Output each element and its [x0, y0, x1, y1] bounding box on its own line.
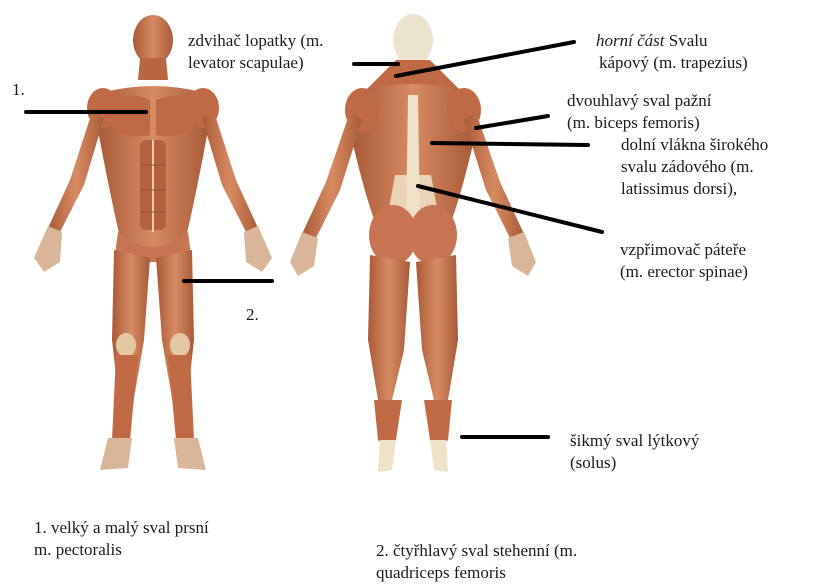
- label-erector-spinae: vzpřimovač páteře (m. erector spinae): [620, 239, 748, 283]
- label-levator-line1: zdvihač lopatky (m.: [188, 30, 324, 52]
- label-erector-line1: vzpřimovač páteře: [620, 239, 748, 261]
- back-body-figure: [290, 14, 536, 472]
- label-trapezius-rest: Svalu: [669, 31, 708, 50]
- label-levator-line2: levator scapulae): [188, 52, 324, 74]
- label-biceps: dvouhlavý sval pažní (m. biceps femoris): [567, 90, 711, 134]
- label-biceps-line2: (m. biceps femoris): [567, 112, 711, 134]
- label-biceps-line1: dvouhlavý sval pažní: [567, 90, 711, 112]
- label-trapezius-line2: kápový (m. trapezius): [596, 52, 748, 74]
- label-latissimus-line1: dolní vlákna širokého: [621, 134, 768, 156]
- footnote-quadriceps-line2: quadriceps femoris: [376, 562, 577, 584]
- pointer-line-biceps: [476, 116, 548, 128]
- label-latissimus: dolní vlákna širokého svalu zádového (m.…: [621, 134, 768, 200]
- footnote-pectoralis-line1: 1. velký a malý sval prsní: [34, 517, 209, 539]
- label-trapezius-italic: horní část: [596, 31, 664, 50]
- label-number-1: 1.: [12, 79, 25, 101]
- label-erector-line2: (m. erector spinae): [620, 261, 748, 283]
- pointer-line-latissimus: [432, 143, 588, 145]
- footnote-pectoralis: 1. velký a malý sval prsní m. pectoralis: [34, 517, 209, 561]
- footnote-quadriceps-line1: 2. čtyřhlavý sval stehenní (m.: [376, 540, 577, 562]
- label-latissimus-line3: latissimus dorsi),: [621, 178, 768, 200]
- footnote-quadriceps: 2. čtyřhlavý sval stehenní (m. quadricep…: [376, 540, 577, 584]
- footnote-pectoralis-line2: m. pectoralis: [34, 539, 209, 561]
- label-soleus-line1: šikmý sval lýtkový: [570, 430, 699, 452]
- front-body-figure: [34, 15, 272, 470]
- label-soleus: šikmý sval lýtkový (solus): [570, 430, 699, 474]
- label-soleus-line2: (solus): [570, 452, 699, 474]
- label-number-2: 2.: [246, 304, 259, 326]
- label-latissimus-line2: svalu zádového (m.: [621, 156, 768, 178]
- label-levator-scapulae: zdvihač lopatky (m. levator scapulae): [188, 30, 324, 74]
- label-trapezius: horní část Svalu kápový (m. trapezius): [596, 30, 748, 74]
